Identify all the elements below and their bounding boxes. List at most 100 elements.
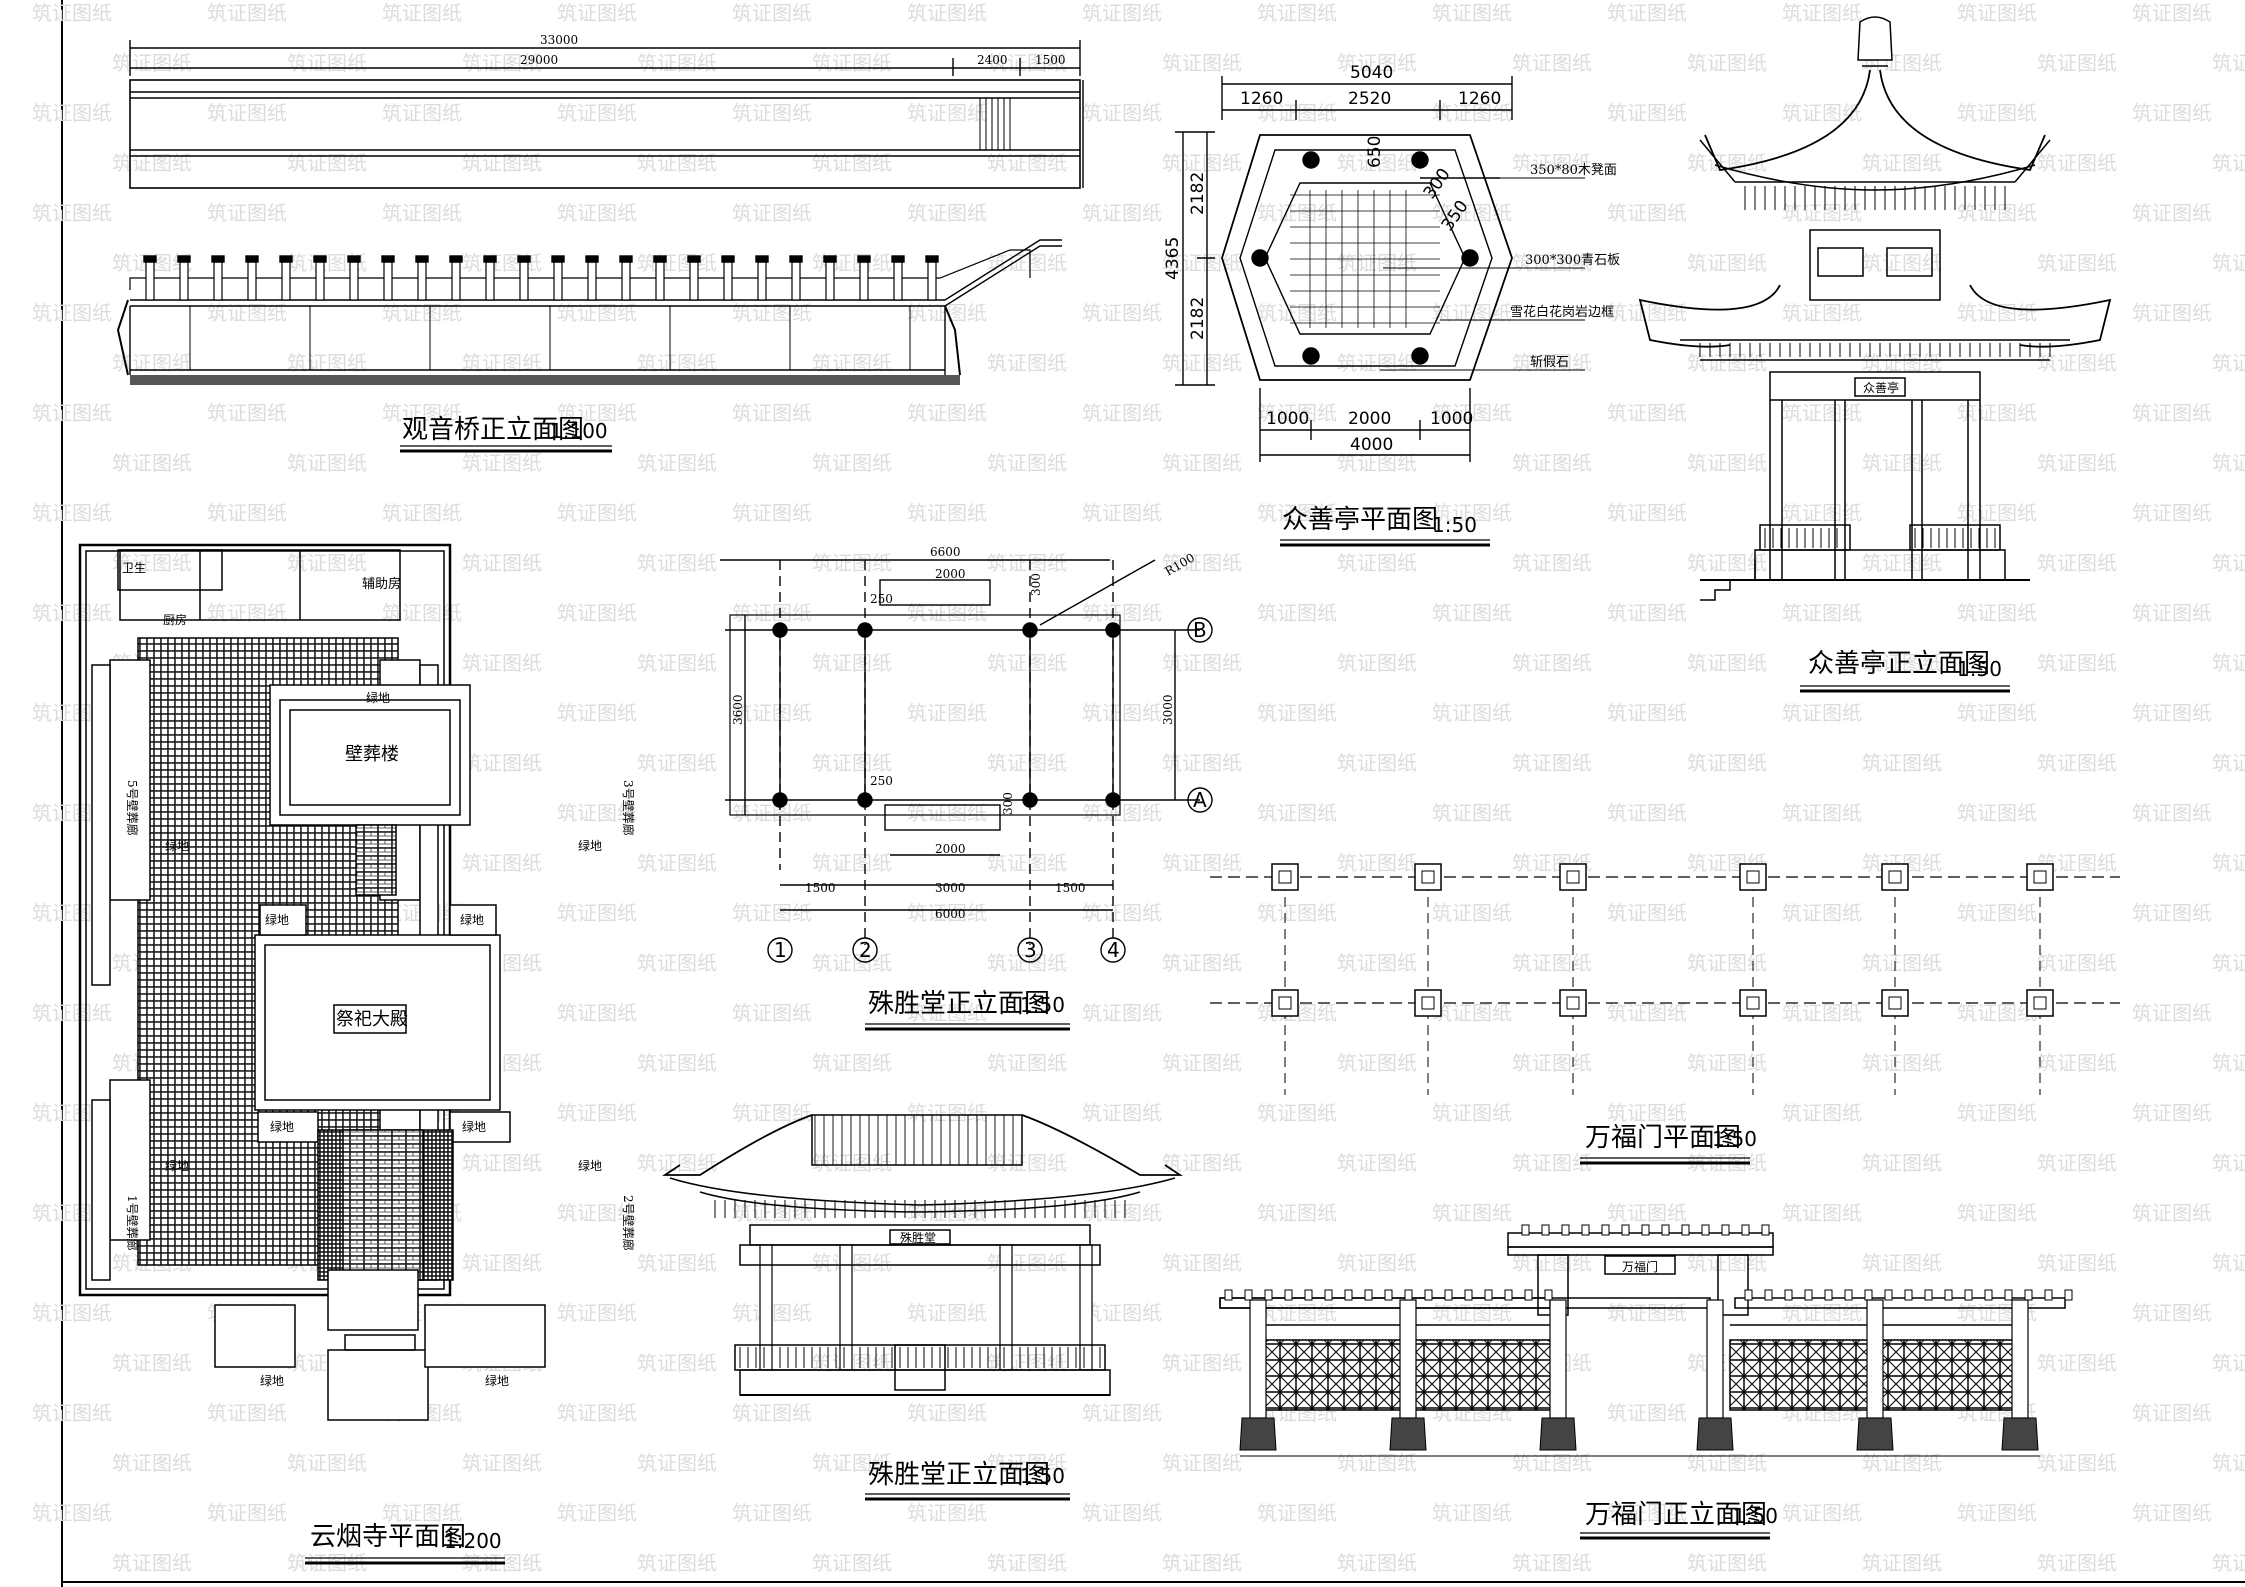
watermark-text: 筑证图纸: [1162, 651, 1242, 675]
watermark-text: 筑证图纸: [1082, 1001, 1162, 1025]
temple-garden-5: 绿地: [462, 1119, 486, 1134]
watermark-text: 筑证图纸: [907, 1001, 987, 1025]
bridge-scale: 1:100: [550, 419, 608, 443]
watermark-text: 筑证图纸: [907, 1, 987, 25]
watermark-text: 筑证图纸: [637, 751, 717, 775]
watermark-text: 筑证图纸: [462, 551, 542, 575]
watermark-text: 筑证图纸: [1337, 1251, 1417, 1275]
watermark-text: 筑证图纸: [637, 51, 717, 75]
watermark-text: 筑证图纸: [2212, 1551, 2245, 1575]
watermark-text: 筑证图纸: [557, 1101, 637, 1125]
watermark-text: 筑证图纸: [1607, 701, 1687, 725]
watermark-text: 筑证图纸: [462, 351, 542, 375]
watermark-text: 筑证图纸: [732, 1501, 812, 1525]
column-mark: [772, 622, 788, 638]
watermark-text: 筑证图纸: [1782, 1201, 1862, 1225]
watermark-text: 筑证图纸: [1162, 751, 1242, 775]
watermark-text: 筑证图纸: [207, 101, 287, 125]
watermark-text: 筑证图纸: [1082, 1501, 1162, 1525]
pavilion-plan-title: 众善亭平面图: [1282, 505, 1438, 535]
watermark-text: 筑证图纸: [287, 51, 367, 75]
pavilion-elevation-plaque: 众善亭: [1863, 380, 1899, 395]
pavilion-plan-scale: 1:50: [1432, 513, 1477, 537]
gate-plan-drawing: 万福门平面图 1:50: [1210, 863, 2120, 1165]
watermark-text: 筑证图纸: [1257, 201, 1337, 225]
watermark-text: 筑证图纸: [637, 451, 717, 475]
watermark-text: 筑证图纸: [1432, 701, 1512, 725]
watermark-text: 筑证图纸: [1607, 401, 1687, 425]
watermark-text: 筑证图纸: [1512, 551, 1592, 575]
watermark-text: 筑证图纸: [1512, 951, 1592, 975]
pavilion-plan-dim-e: 2000: [1348, 409, 1391, 429]
watermark-text: 筑证图纸: [2212, 1051, 2245, 1075]
gate-elevation-drawing: 万福门 万福门正立面图 1:50: [1219, 1224, 2073, 1540]
watermark-text: 筑证图纸: [2212, 1151, 2245, 1175]
watermark-text: 筑证图纸: [987, 851, 1067, 875]
watermark-text: 筑证图纸: [987, 1051, 1067, 1075]
watermark-text: 筑证图纸: [1687, 951, 1767, 975]
watermark-text: 筑证图纸: [1257, 1, 1337, 25]
watermark-text: 筑证图纸: [2132, 801, 2212, 825]
watermark-text: 筑证图纸: [637, 251, 717, 275]
column-mark: [1411, 347, 1429, 365]
column-mark: [1302, 347, 1320, 365]
watermark-text: 筑证图纸: [462, 751, 542, 775]
watermark-text: 筑证图纸: [1162, 951, 1242, 975]
watermark-text: 筑证图纸: [557, 1401, 637, 1425]
watermark-text: 筑证图纸: [112, 551, 192, 575]
watermark-text: 筑证图纸: [557, 801, 637, 825]
watermark-text: 筑证图纸: [2212, 851, 2245, 875]
column-mark: [1022, 792, 1038, 808]
watermark-text: 筑证图纸: [557, 201, 637, 225]
watermark-text: 筑证图纸: [1782, 101, 1862, 125]
watermark-text: 筑证图纸: [462, 1151, 542, 1175]
watermark-text: 筑证图纸: [1082, 101, 1162, 125]
pavilion-plan-dim-h2: 2182: [1188, 297, 1208, 340]
watermark-text: 筑证图纸: [207, 301, 287, 325]
watermark-text: 筑证图纸: [1162, 1451, 1242, 1475]
watermark-text: 筑证图纸: [637, 651, 717, 675]
hall-plan-dim-1500-b: 1500: [1055, 881, 1086, 895]
watermark-text: 筑证图纸: [812, 51, 892, 75]
watermark-text: 筑证图纸: [732, 1, 812, 25]
watermark-text: 筑证图纸: [2037, 1451, 2117, 1475]
watermark-text: 筑证图纸: [1432, 101, 1512, 125]
watermark-text: 筑证图纸: [1257, 601, 1337, 625]
column-mark: [1302, 151, 1320, 169]
watermark-text: 筑证图纸: [207, 1, 287, 25]
watermark-text: 筑证图纸: [987, 1151, 1067, 1175]
watermark-text: 筑证图纸: [1607, 601, 1687, 625]
watermark-text: 筑证图纸: [112, 151, 192, 175]
watermark-text: 筑证图纸: [2132, 1301, 2212, 1325]
watermark-text: 筑证图纸: [1162, 451, 1242, 475]
pavilion-plan-note-3: 雪花白花岗岩边框: [1510, 304, 1614, 320]
watermark-text: 筑证图纸: [1862, 351, 1942, 375]
watermark-text: 筑证图纸: [1337, 51, 1417, 75]
pavilion-plan-dim-height: 4365: [1163, 237, 1183, 280]
watermark-text: 筑证图纸: [2037, 1251, 2117, 1275]
watermark-text: 筑证图纸: [1957, 501, 2037, 525]
pavilion-plan-note-1: 350*80木凳面: [1530, 162, 1617, 178]
hall-plan-dim-250-bot: 250: [870, 774, 893, 788]
hall-plan-dim-1500-a: 1500: [805, 881, 836, 895]
watermark-text: 筑证图纸: [1432, 1001, 1512, 1025]
watermark-text: 筑证图纸: [1957, 101, 2037, 125]
watermark-text: 筑证图纸: [2132, 401, 2212, 425]
watermark-text: 筑证图纸: [907, 101, 987, 125]
hall-plan-dim-2000-bot: 2000: [935, 842, 966, 856]
watermark-text: 筑证图纸: [987, 451, 1067, 475]
watermark-text: 筑证图纸: [1782, 1101, 1862, 1125]
watermark-text: 筑证图纸: [1337, 1551, 1417, 1575]
watermark-text: 筑证图纸: [32, 1501, 112, 1525]
watermark-text: 筑证图纸: [812, 751, 892, 775]
watermark-text: 筑证图纸: [1782, 1501, 1862, 1525]
watermark-text: 筑证图纸: [1957, 201, 2037, 225]
temple-wing-2: 2号壁葬廊: [621, 1195, 636, 1251]
pavilion-plan-note-4: 斩假石: [1530, 355, 1569, 370]
watermark-text: 筑证图纸: [1337, 651, 1417, 675]
watermark-text: 筑证图纸: [2037, 651, 2117, 675]
watermark-text: 筑证图纸: [812, 1051, 892, 1075]
watermark-text: 筑证图纸: [1162, 1051, 1242, 1075]
column-base: [1856, 1417, 1894, 1451]
watermark-text: 筑证图纸: [1512, 151, 1592, 175]
